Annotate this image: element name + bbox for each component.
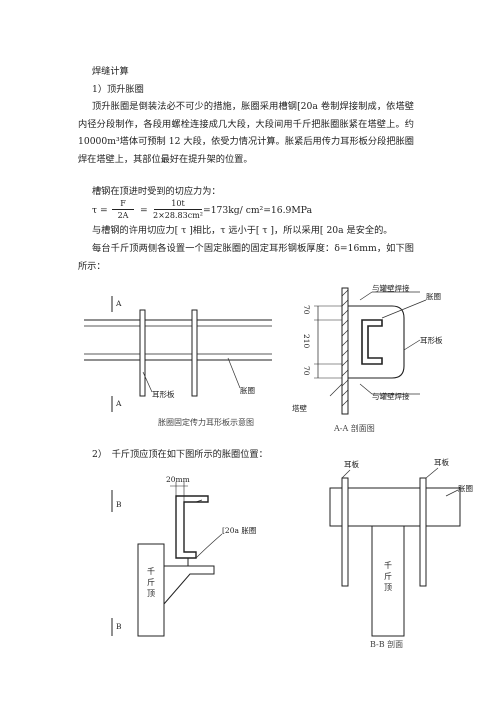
- formula-n-numerator: 10t: [171, 199, 185, 208]
- fig1-marker-bottom: A: [116, 399, 122, 408]
- fig3-dim-20mm: 20mm: [166, 475, 190, 484]
- formula-f-denominator: 2A: [117, 211, 129, 220]
- fig1-caption: 胀圈固定传力耳形板示意图: [158, 418, 254, 427]
- formula-f-numerator: F: [120, 199, 126, 208]
- fig2-caption: A-A 剖面图: [334, 424, 375, 433]
- paragraph-ear-plate: 每台千斤顶两侧各设置一个固定胀圈的固定耳形钢板厚度：δ=16mm，如下图所示：: [78, 243, 414, 272]
- fig4-label-ring: 胀圈: [458, 484, 473, 493]
- formula-tau: τ =: [92, 205, 108, 216]
- formula-equals: =: [140, 205, 148, 216]
- fig2-dim-top: 70: [302, 305, 311, 315]
- fig2-label-wall: 塔壁: [292, 404, 307, 413]
- fig1-label-ear-plate: 耳形板: [152, 390, 175, 399]
- section-heading: 焊缝计算: [92, 66, 129, 77]
- fig3-label-channel-ring: [20a 胀圈: [222, 526, 257, 535]
- allowable-stress-comparison: 与槽钢的许用切应力[ τ ]相比，τ 远小于[ τ ]，所以采用[ 20a 是安…: [92, 225, 393, 236]
- fig1-marker-top: A: [116, 299, 122, 308]
- formula-fraction-bar-1: [112, 209, 134, 210]
- formula-fraction-bar-2: [154, 209, 202, 210]
- fig3-marker-bottom: B: [116, 622, 122, 631]
- fig4-caption: B-B 剖面: [370, 640, 404, 649]
- fig3-label-jack: 千斤顶: [147, 567, 155, 598]
- fig2-label-weld-top: 与罐壁焊接: [372, 284, 410, 293]
- formula-n-denominator: 2×28.83cm²: [153, 211, 203, 220]
- paragraph-ring-description: 顶升胀圈是倒装法必不可少的措施，胀圈采用槽钢[20a 卷制焊接制成，依塔壁内径分…: [78, 101, 414, 165]
- fig2-label-ear-plate: 耳形板: [420, 336, 443, 345]
- fig2-label-weld-bottom: 与罐壁焊接: [372, 392, 410, 401]
- fig1-label-ring: 胀圈: [240, 386, 255, 395]
- fig2-dim-bottom: 70: [302, 366, 311, 376]
- fig4-label-ear-right: 耳板: [434, 458, 449, 467]
- shear-stress-intro: 槽钢在顶进时受到的切应力为：: [92, 186, 221, 197]
- fig2-label-ring: 胀圈: [426, 292, 441, 301]
- fig4-label-jack: 千斤顶: [384, 561, 392, 592]
- subsection-title-2: 2） 千斤顶应顶在如下图所示的胀圈位置：: [92, 449, 268, 460]
- fig2-dim-middle: 210: [302, 334, 311, 349]
- subsection-title-1: 1）顶升胀圈: [92, 84, 144, 95]
- fig3-marker-top: B: [116, 500, 122, 509]
- fig4-label-ear-left: 耳板: [344, 460, 359, 469]
- formula-result: =173kg/ cm²=16.9MPa: [203, 205, 313, 216]
